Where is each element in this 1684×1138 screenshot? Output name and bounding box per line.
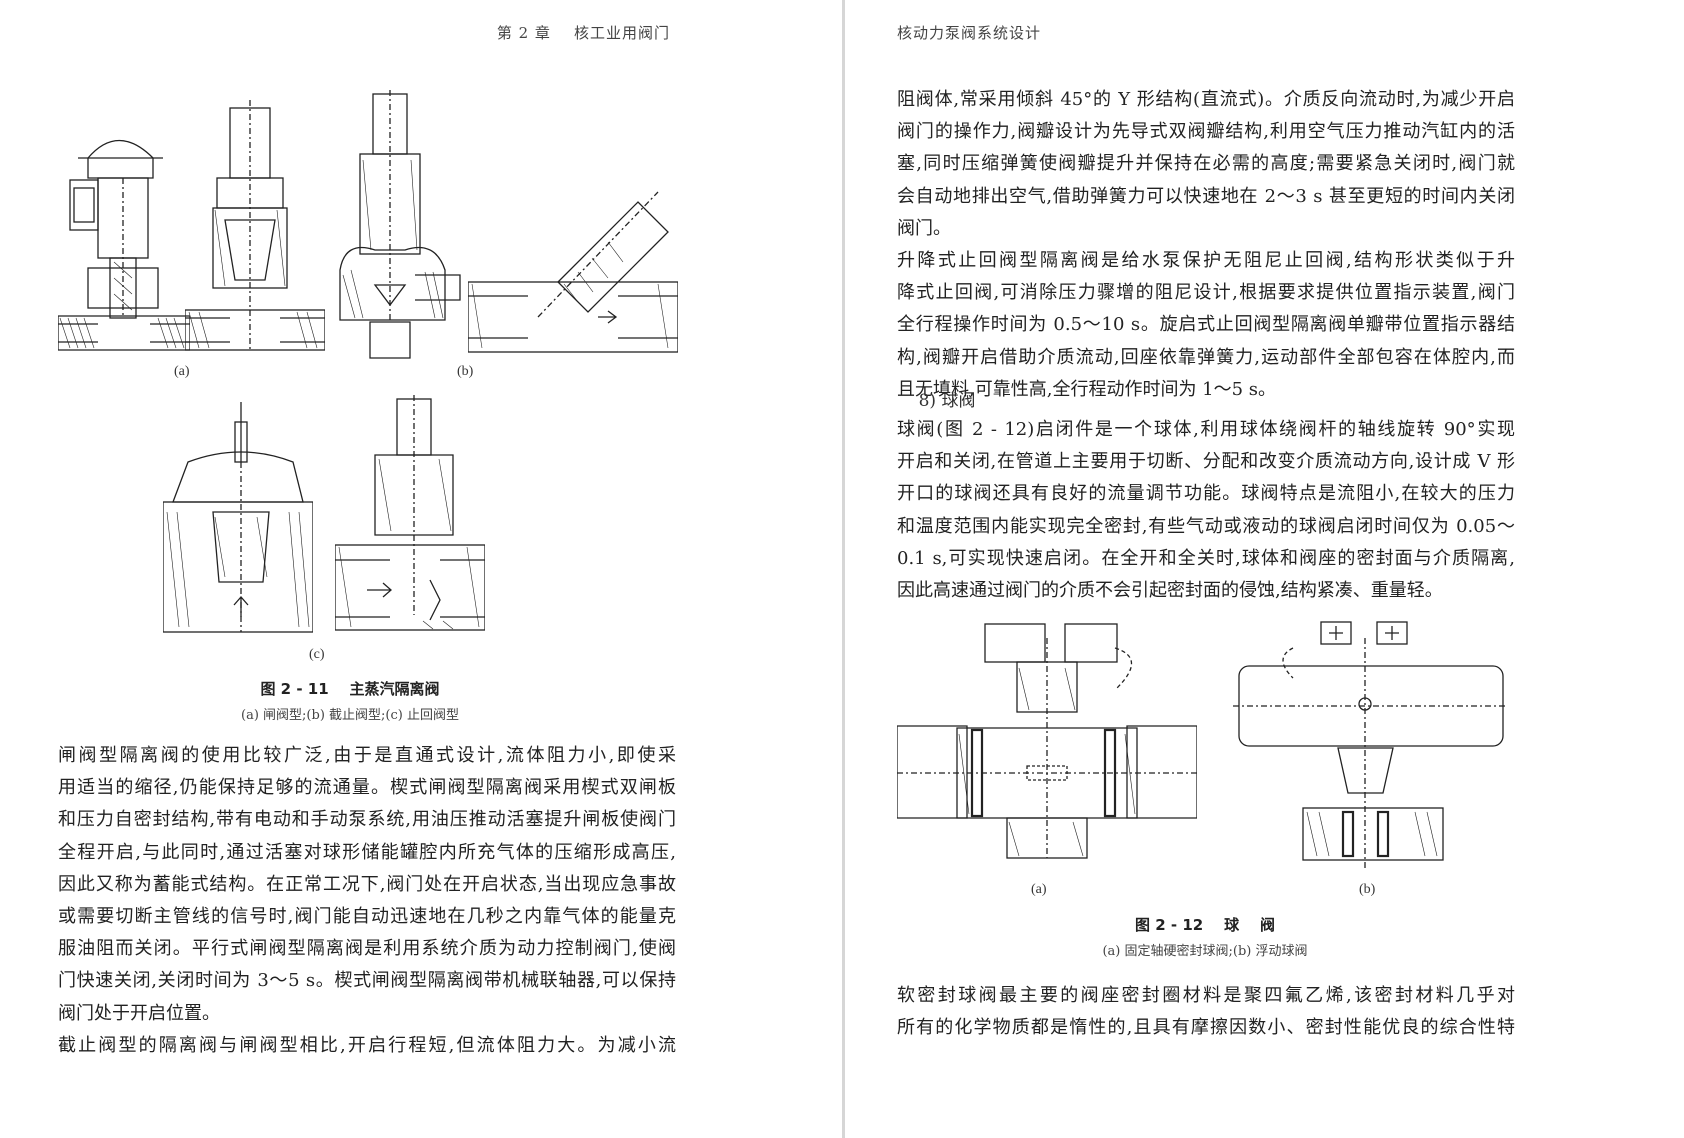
page-gutter: [842, 0, 845, 1138]
figure-caption-2-12: 图 2 - 12 球 阀: [1135, 916, 1275, 934]
text-line: 阻阀体,常采用倾斜 45°的 Y 形结构(直流式)。介质反向流动时,为减少开启: [897, 89, 1515, 110]
figure-sublabel-b: (b): [457, 364, 474, 379]
text-line: 用适当的缩径,仍能保持足够的流通量。楔式闸阀型隔离阀采用楔式双闸板: [58, 777, 676, 799]
figure-2-11-b2-y-globe-valve-drawing: [468, 172, 678, 354]
text-line: 开启和关闭,在管道上主要用于切断、分配和改变介质流动方向,设计成 V 形: [897, 451, 1515, 473]
figure-2-11-c2-check-valve-drawing: [335, 395, 485, 637]
text-line: 开口的球阀还具有良好的流量调节功能。球阀特点是流阻小,在较大的压力: [897, 483, 1515, 505]
text-line: 因此又称为蓄能式结构。在正常工况下,阀门处在开启状态,当出现应急事故: [58, 873, 676, 895]
paragraph-ball-valve: 球阀(图 2 - 12)启闭件是一个球体,利用球体绕阀杆的轴线旋转 90°实现 …: [897, 414, 1515, 607]
text-line: 塞,同时压缩弹簧使阀瓣提升并保持在必需的高度;需要紧急关闭时,阀门就: [897, 153, 1515, 175]
text-line: 门快速关闭,关闭时间为 3～5 s。楔式闸阀型隔离阀带机械联轴器,可以保持: [58, 970, 676, 992]
figure-sublabel-a: (a): [174, 364, 190, 379]
text-line: 阀门。: [897, 217, 951, 239]
text-line: 球阀(图 2 - 12)启闭件是一个球体,利用球体绕阀杆的轴线旋转 90°实现: [897, 419, 1515, 440]
text-line: 和温度范围内能实现完全密封,有些气动或液动的球阀启闭时间仅为 0.05～: [897, 515, 1515, 537]
figure-subcaption-2-12: (a) 固定轴硬密封球阀;(b) 浮动球阀: [1102, 944, 1308, 959]
text-line: 且无填料,可靠性高,全行程动作时间为 1～5 s。: [897, 378, 1277, 400]
text-line: 全程开启,与此同时,通过活塞对球形储能罐腔内所充气体的压缩形成高压,: [58, 841, 676, 863]
section-heading-ball-valve: 8) 球阀: [897, 391, 976, 411]
figure-2-11-b-globe-valve-drawing: [335, 90, 465, 362]
figure-sublabel-c: (c): [309, 647, 325, 662]
text-line: 全行程操作时间为 0.5～10 s。旋启式止回阀型隔离阀单瓣带位置指示器结: [897, 314, 1515, 336]
figure-2-12-a-fixed-ball-valve-drawing: [897, 618, 1197, 870]
text-line: 闸阀型隔离阀的使用比较广泛,由于是直通式设计,流体阻力小,即使采: [58, 745, 676, 766]
text-line: 降式止回阀,可消除压力骤增的阻尼设计,根据要求提供位置指示装置,阀门: [897, 282, 1515, 304]
figure-subcaption-2-11: (a) 闸阀型;(b) 截止阀型;(c) 止回阀型: [241, 708, 459, 723]
text-line: 会自动地排出空气,借助弹簧力可以快速地在 2～3 s 甚至更短的时间内关闭: [897, 185, 1515, 207]
running-head-left: 第 2 章 核工业用阀门: [496, 24, 670, 42]
figure-sublabel-b: (b): [1359, 882, 1376, 897]
right-page: 核动力泵阀系统设计 阻阀体,常采用倾斜 45°的 Y 形结构(直流式)。介质反向…: [845, 0, 1684, 1138]
figure-2-11-a-gate-valve-drawing: [58, 118, 190, 363]
text-line: 截止阀型的隔离阀与闸阀型相比,开启行程短,但流体阻力大。为减小流: [58, 1034, 676, 1056]
figure-2-11-c-check-valve-drawing: [163, 402, 313, 637]
paragraph-globe-type-continued: 阻阀体,常采用倾斜 45°的 Y 形结构(直流式)。介质反向流动时,为减少开启 …: [897, 84, 1515, 406]
text-line: 和压力自密封结构,带有电动和手动泵系统,用油压推动活塞提升闸板使阀门: [58, 809, 676, 831]
text-line: 服油阻而关闭。平行式闸阀型隔离阀是利用系统介质为动力控制阀门,使阀: [58, 938, 676, 960]
paragraph-soft-seal-ball-valve: 软密封球阀最主要的阀座密封圈材料是聚四氟乙烯,该密封材料几乎对 所有的化学物质都…: [897, 980, 1515, 1044]
text-line: 阀门的操作力,阀瓣设计为先导式双阀瓣结构,利用空气压力推动汽缸内的活: [897, 121, 1515, 143]
figure-sublabel-a: (a): [1031, 882, 1047, 897]
text-line: 构,阀瓣开启借助介质流动,回座依靠弹簧力,运动部件全部包容在体腔内,而: [897, 346, 1515, 368]
text-line: 软密封球阀最主要的阀座密封圈材料是聚四氟乙烯,该密封材料几乎对: [897, 985, 1515, 1006]
figure-caption-2-11: 图 2 - 11 主蒸汽隔离阀: [260, 680, 440, 698]
text-line: 升降式止回阀型隔离阀是给水泵保护无阻尼止回阀,结构形状类似于升: [897, 249, 1515, 271]
text-line: 阀门处于开启位置。: [58, 1002, 220, 1024]
figure-2-11-a2-gate-valve-drawing: [185, 100, 325, 362]
text-line: 所有的化学物质都是惰性的,且具有摩擦因数小、密封性能优良的综合性特: [897, 1017, 1515, 1039]
left-page: 第 2 章 核工业用阀门: [58, 24, 678, 1062]
paragraph-gate-type-isolation-valve: 闸阀型隔离阀的使用比较广泛,由于是直通式设计,流体阻力小,即使采 用适当的缩径,…: [58, 740, 676, 1062]
figure-2-12-b-floating-ball-valve-drawing: [1233, 618, 1505, 870]
text-line: 或需要切断主管线的信号时,阀门能自动迅速地在几秒之内靠气体的能量克: [58, 905, 676, 927]
text-line: 0.1 s,可实现快速启闭。在全开和全关时,球体和阀座的密封面与介质隔离,: [897, 547, 1515, 569]
running-head-right: 核动力泵阀系统设计: [897, 24, 1042, 42]
text-line: 因此高速通过阀门的介质不会引起密封面的侵蚀,结构紧凑、重量轻。: [897, 579, 1443, 601]
